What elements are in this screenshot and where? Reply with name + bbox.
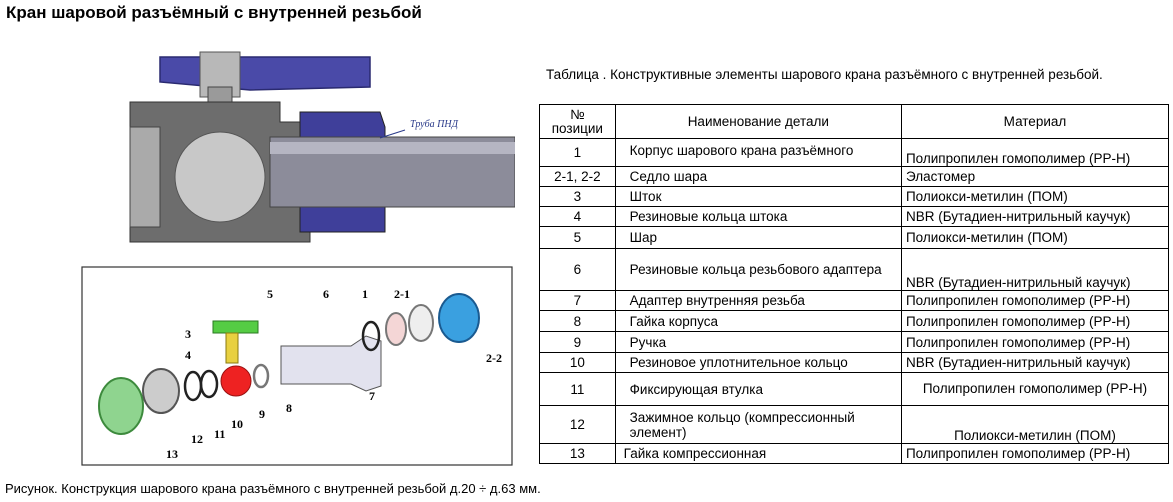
callout-9: 5 — [267, 287, 273, 301]
table-row: 13 Гайка компрессионная Полипропилен гом… — [539, 443, 1170, 464]
callout-11: 1 — [362, 287, 368, 301]
callout-6: 11 — [214, 427, 225, 441]
table-caption: Таблица . Конструктивные элементы шарово… — [546, 67, 1103, 82]
table-row: 7 Адаптер внутренняя резьба Полипропилен… — [539, 290, 1170, 311]
pipe-label: Труба ПНД — [410, 119, 459, 130]
callout-13: 2-2 — [486, 351, 502, 365]
table-row: 8 Гайка корпуса Полипропилен гомополимер… — [539, 310, 1170, 332]
callout-7: 12 — [191, 432, 203, 446]
table-row: 3 Шток Полиокси-метилин (ПОМ) — [539, 186, 1170, 207]
exploded-view-drawing: 13 12 11 10 9 8 7 3 4 5 6 1 2-1 2-2 — [81, 266, 513, 466]
callout-3: 3 — [185, 327, 191, 341]
callout-2-1: 8 — [286, 401, 292, 415]
callout-8: 13 — [166, 447, 178, 461]
components-table: № позиции Наименование детали Материал 1… — [539, 104, 1170, 464]
table-row: 11 Фиксирующая втулка Полипропилен гомоп… — [539, 372, 1170, 406]
figure-caption: Рисунок. Конструкция шарового крана разъ… — [5, 481, 541, 496]
header-material: Материал — [900, 104, 1170, 139]
table-row: 12 Зажимное кольцо (компрессионный элеме… — [539, 405, 1170, 444]
valve-section-drawing: Труба ПНД — [129, 51, 515, 243]
table-row: 4 Резиновые кольца штока NBR (Бутадиен-н… — [539, 206, 1170, 227]
callout-5: 9 — [259, 407, 265, 421]
table-row: 1 Корпус шарового крана разъёмного Полип… — [539, 138, 1170, 167]
callout-12: 2-1 — [394, 287, 410, 301]
header-position: № позиции — [539, 104, 616, 139]
table-row: 2-1, 2-2 Седло шара Эластомер — [539, 166, 1170, 187]
table-row: 10 Резиновое уплотнительное кольцо NBR (… — [539, 352, 1170, 373]
header-name: Наименование детали — [614, 104, 902, 139]
callout-4: 4 — [185, 348, 191, 362]
page-title: Кран шаровой разъёмный с внутренней резь… — [6, 3, 422, 22]
table-row: 6 Резиновые кольца резьбового адаптера N… — [539, 248, 1170, 291]
table-row: 9 Ручка Полипропилен гомополимер (РР-Н) — [539, 331, 1170, 353]
callout-1: 7 — [369, 389, 375, 403]
callout-10: 6 — [323, 287, 329, 301]
table-row: 5 Шар Полиокси-метилин (ПОМ) — [539, 226, 1170, 249]
callout-2-2: 10 — [231, 417, 243, 431]
